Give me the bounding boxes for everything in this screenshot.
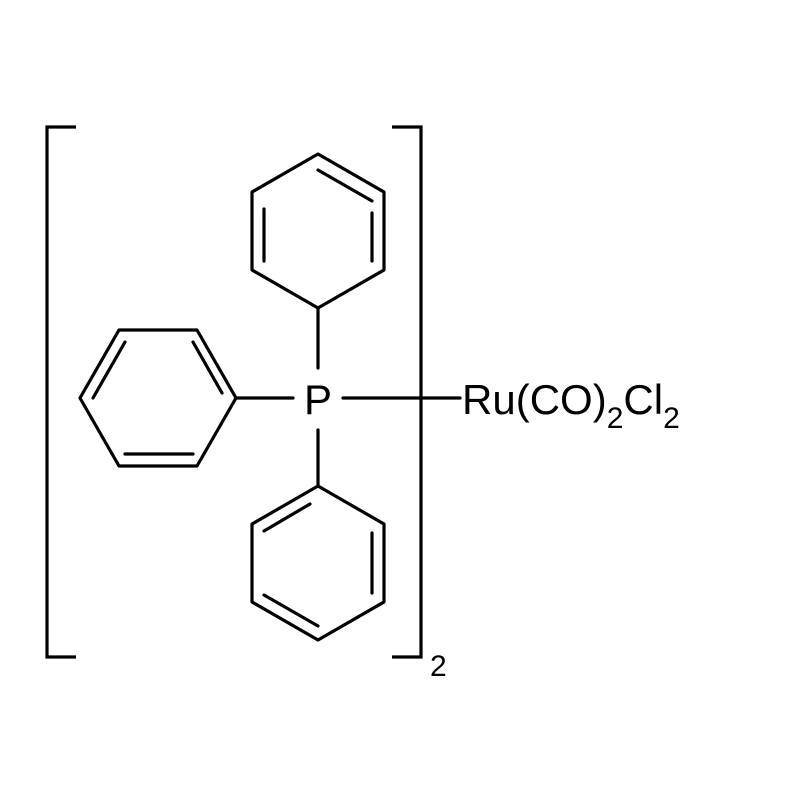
ruthenium-label: Ru	[462, 376, 516, 423]
top-phenyl-ring	[250, 152, 386, 310]
carbonyl-label: CO	[530, 376, 593, 423]
bottom-phenyl-ring	[250, 484, 386, 642]
phosphorus-label: P	[304, 376, 332, 423]
metal-fragment-label: Ru(CO)2Cl2	[462, 376, 680, 435]
bracket-multiplier: 2	[430, 650, 447, 683]
ligand-close-paren: )	[593, 376, 607, 423]
left-bracket	[45, 125, 76, 659]
chloride-label: Cl	[623, 376, 663, 423]
chloride-count: 2	[663, 402, 680, 435]
carbonyl-count: 2	[607, 402, 624, 435]
right-bracket	[392, 125, 423, 659]
left-phenyl-ring	[78, 328, 238, 468]
ligand-open-paren: (	[516, 376, 530, 423]
